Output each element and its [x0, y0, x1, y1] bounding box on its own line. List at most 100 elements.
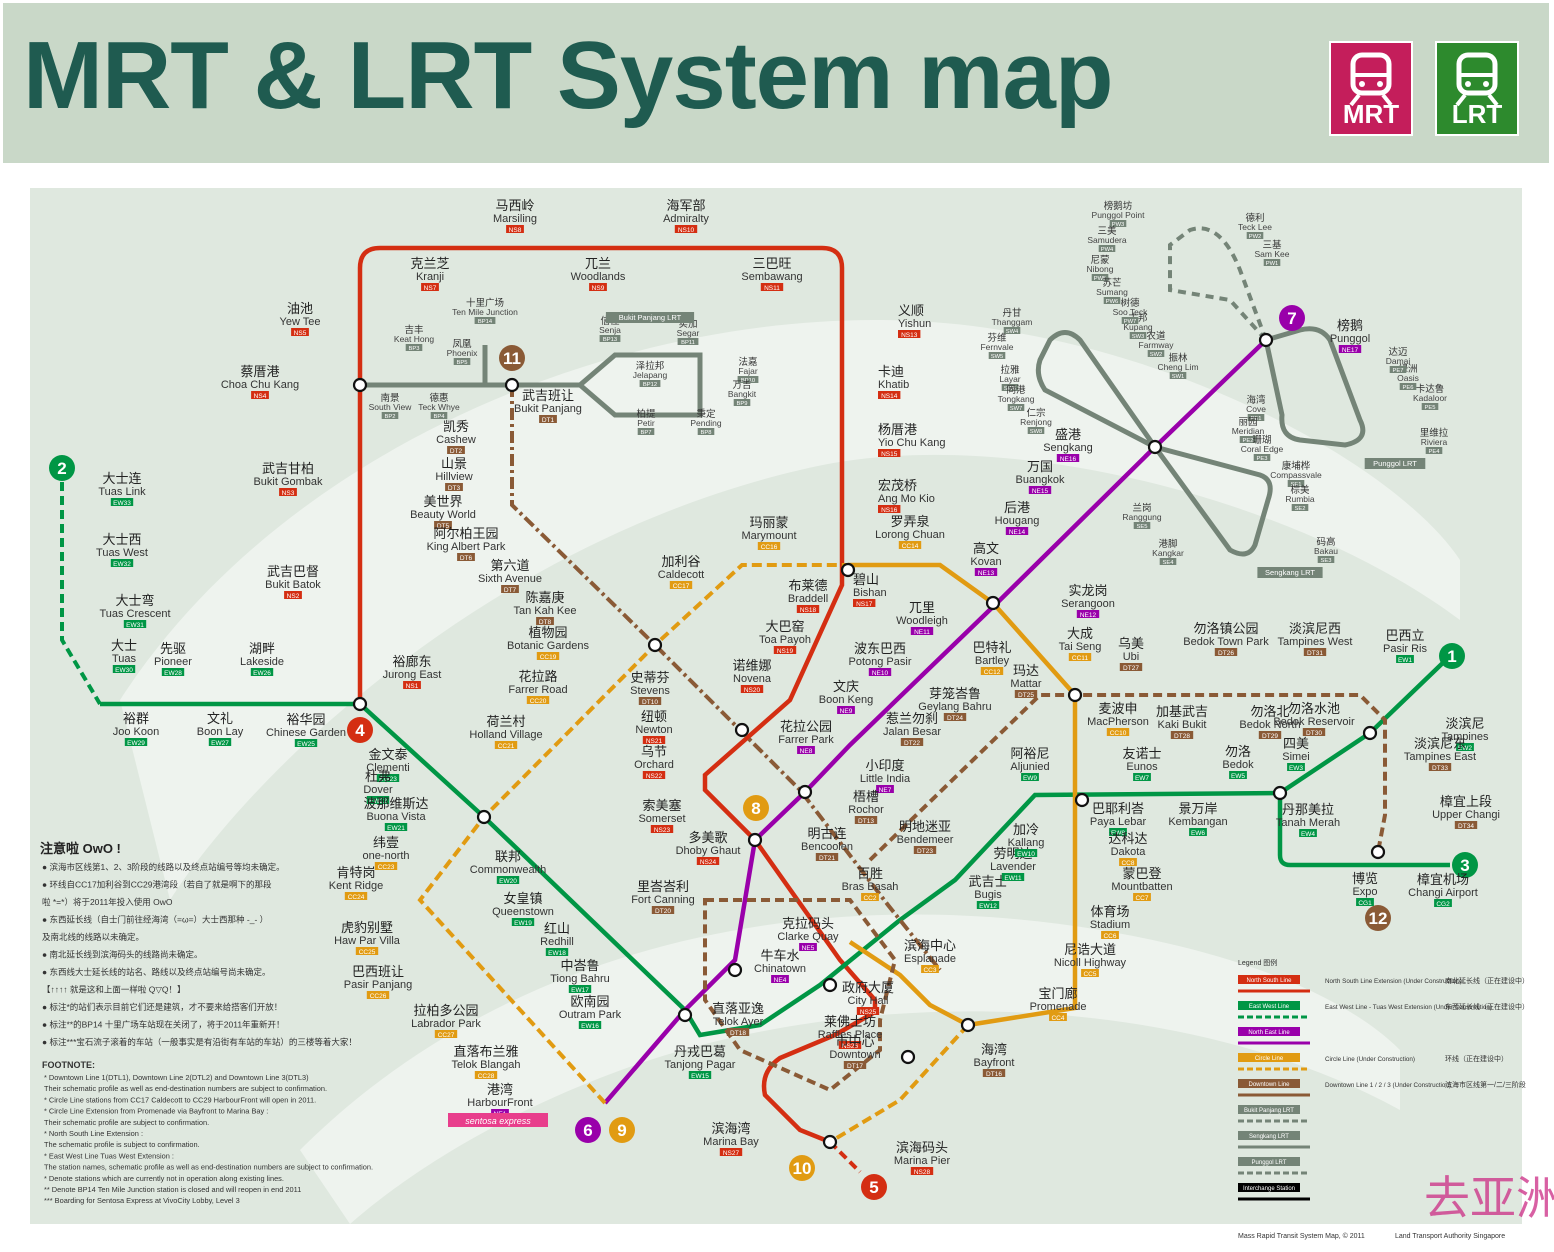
interchange-marker[interactable]: [677, 1007, 693, 1023]
interchange-marker[interactable]: [900, 1049, 916, 1065]
interchange-marker[interactable]: [1272, 785, 1288, 801]
interchange-marker[interactable]: [985, 595, 1001, 611]
interchange-marker[interactable]: [1067, 687, 1083, 703]
interchange-marker[interactable]: [1258, 332, 1274, 348]
interchange-marker[interactable]: [504, 377, 520, 393]
interchange-marker[interactable]: [734, 722, 750, 738]
interchange-marker[interactable]: [352, 696, 368, 712]
